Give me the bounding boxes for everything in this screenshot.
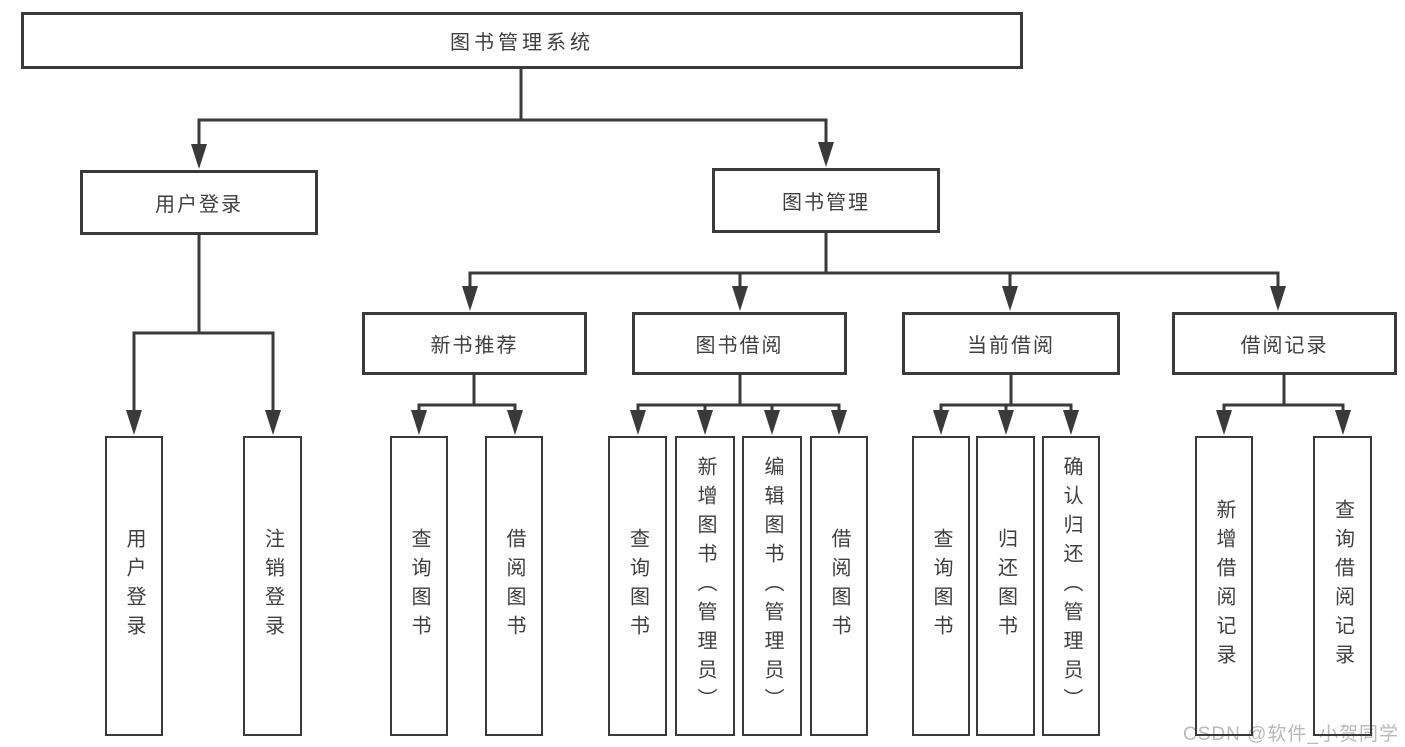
connector-book-borrow-branch bbox=[636, 375, 841, 413]
node-current-borrow-label: 当前借阅 bbox=[967, 335, 1055, 357]
connector-borrow-record-branch bbox=[1222, 375, 1345, 413]
node-new-book-recommend: 新书推荐 bbox=[362, 312, 587, 375]
leaf-query-books-current-label: 查询图书 bbox=[930, 528, 952, 644]
leaf-add-book-admin: 新增图书（管理员） bbox=[675, 436, 735, 736]
leaf-edit-book-admin-label: 编辑图书（管理员） bbox=[761, 455, 783, 717]
leaf-confirm-return-admin-label: 确认归还（管理员） bbox=[1060, 455, 1082, 717]
node-system-root: 图书管理系统 bbox=[21, 12, 1023, 69]
leaf-add-borrow-record-label: 新增借阅记录 bbox=[1213, 499, 1235, 673]
leaf-add-book-admin-label: 新增图书（管理员） bbox=[694, 455, 716, 717]
leaf-logout-label: 注销登录 bbox=[261, 528, 284, 644]
connector-current-borrow-branch bbox=[939, 375, 1073, 413]
csdn-watermark: CSDN @软件_小贺同学 bbox=[1183, 724, 1399, 745]
leaf-query-books-current: 查询图书 bbox=[912, 436, 970, 736]
node-new-book-recommend-label: 新书推荐 bbox=[430, 335, 519, 357]
leaf-return-books-label: 归还图书 bbox=[994, 528, 1017, 644]
connector-book-management-branch bbox=[468, 233, 1280, 289]
leaf-borrow-books-recommend-label: 借阅图书 bbox=[503, 528, 525, 644]
leaf-user-login: 用户登录 bbox=[105, 436, 163, 736]
leaf-query-borrow-record-label: 查询借阅记录 bbox=[1331, 499, 1354, 673]
leaf-logout: 注销登录 bbox=[243, 436, 302, 736]
leaf-borrow-books-borrow-label: 借阅图书 bbox=[828, 528, 850, 644]
arrowheads bbox=[126, 142, 1351, 435]
leaf-add-borrow-record: 新增借阅记录 bbox=[1195, 436, 1253, 736]
leaf-query-books-borrow: 查询图书 bbox=[608, 436, 667, 736]
connector-new-book-branch bbox=[417, 375, 517, 413]
leaf-query-books-borrow-label: 查询图书 bbox=[626, 528, 649, 644]
connector-user-login-branch bbox=[132, 235, 275, 413]
node-book-borrow: 图书借阅 bbox=[632, 312, 847, 375]
node-book-management-label: 图书管理 bbox=[782, 192, 870, 214]
leaf-confirm-return-admin: 确认归还（管理员） bbox=[1042, 436, 1100, 736]
leaf-query-borrow-record: 查询借阅记录 bbox=[1313, 436, 1372, 736]
leaf-return-books: 归还图书 bbox=[976, 436, 1035, 736]
leaf-borrow-books-borrow: 借阅图书 bbox=[810, 436, 868, 736]
leaf-borrow-books-recommend: 借阅图书 bbox=[485, 436, 543, 736]
leaf-query-books-recommend: 查询图书 bbox=[390, 436, 448, 736]
node-borrow-records-label: 借阅记录 bbox=[1240, 335, 1329, 357]
leaf-edit-book-admin: 编辑图书（管理员） bbox=[742, 436, 802, 736]
leaf-user-login-label: 用户登录 bbox=[123, 528, 145, 644]
connector-root-to-level1 bbox=[197, 69, 828, 147]
node-book-management: 图书管理 bbox=[712, 168, 940, 233]
node-current-borrow: 当前借阅 bbox=[902, 312, 1120, 375]
node-user-login-label: 用户登录 bbox=[155, 194, 243, 216]
node-borrow-records: 借阅记录 bbox=[1172, 312, 1397, 375]
leaf-query-books-recommend-label: 查询图书 bbox=[408, 528, 430, 644]
node-user-login: 用户登录 bbox=[80, 170, 318, 235]
node-book-borrow-label: 图书借阅 bbox=[695, 335, 784, 357]
node-system-root-label: 图书管理系统 bbox=[450, 32, 594, 54]
